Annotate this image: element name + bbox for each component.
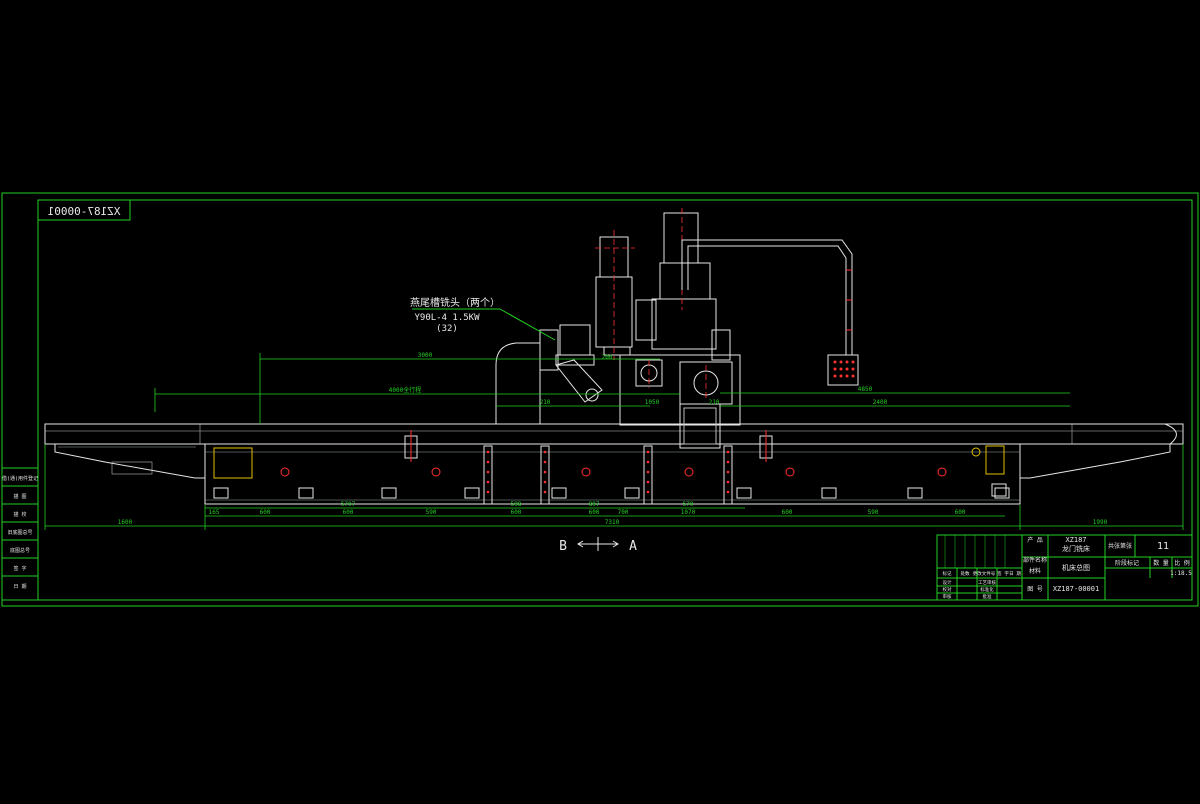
tb-scale-label: 比 例 xyxy=(1174,559,1190,567)
tb-role-process: 工艺审核 xyxy=(978,579,996,586)
bottom-dim-4: 590 xyxy=(426,509,437,516)
dim-right-3: 210 xyxy=(709,399,720,406)
tb-rev-file: 更改文件号 xyxy=(973,570,996,577)
machine-bed xyxy=(44,423,1184,505)
bottom-dim-second-3: 897 xyxy=(589,501,600,508)
callout-count: (32) xyxy=(436,324,458,334)
outer-frame xyxy=(1,192,1199,607)
tb-material-label: 材料 xyxy=(1029,567,1041,575)
view-label-a: A xyxy=(629,539,637,554)
bottom-dim-1: 165 xyxy=(209,509,220,516)
tb-sheet-label: 共张第张 xyxy=(1108,542,1132,550)
bottom-dim-second-4: 570 xyxy=(683,501,694,508)
bottom-dim-2: 600 xyxy=(260,509,271,516)
strip-row-1: 借(通)用件登记 xyxy=(2,475,38,482)
bottom-dim-8: 1070 xyxy=(681,509,696,516)
tb-role-check: 校对 xyxy=(943,586,952,593)
dim-inner-1: 210 xyxy=(540,399,551,406)
tb-weight-label: 数 量 xyxy=(1153,559,1169,567)
dim-inner-2: 200 xyxy=(602,354,613,361)
column-supports xyxy=(483,445,733,505)
right-overhang: 1990 xyxy=(1093,519,1108,526)
strip-row-3: 描 校 xyxy=(13,511,26,518)
tb-rev-count: 处数 xyxy=(961,570,970,577)
bottom-dimensions xyxy=(44,444,1184,530)
tb-product-model: XZ187 xyxy=(1065,536,1086,544)
bottom-dim-7: 700 xyxy=(618,509,629,516)
top-dimensions xyxy=(154,353,1070,424)
dim-top-1: 3000 xyxy=(418,352,433,359)
mirrored-drawing-code: XZ187-00001 xyxy=(48,205,121,218)
anchor-bolts xyxy=(280,467,947,477)
tb-part-name: 机床总图 xyxy=(1062,563,1090,572)
tb-stage-mark: 阶段标记 xyxy=(1115,559,1139,567)
code-box xyxy=(37,199,131,221)
title-block-text: 产 品 XZ187 龙门铣床 部件名称 机床总图 材料 图 号 XZ187-00… xyxy=(943,536,1193,600)
bottom-dim-5: 600 xyxy=(511,509,522,516)
limit-switches xyxy=(404,430,1007,497)
callout-motor: Y90L-4 1.5KW xyxy=(414,313,480,323)
cable-arm xyxy=(681,239,853,355)
tb-product-name: 龙门铣床 xyxy=(1062,544,1090,553)
inner-frame xyxy=(37,199,1193,601)
bottom-dim-3: 600 xyxy=(343,509,354,516)
bottom-dim-6: 600 xyxy=(589,509,600,516)
view-label-b: B xyxy=(559,539,567,554)
tb-scale-value: 1:18.5 xyxy=(1170,570,1192,577)
bottom-dim-second-1: 5707 xyxy=(341,501,356,508)
total-length: 7310 xyxy=(605,519,620,526)
strip-row-5: 底图总号 xyxy=(10,547,30,554)
strip-row-4: 旧底图总号 xyxy=(7,529,32,536)
tb-rev-mark: 标记 xyxy=(943,570,952,577)
dim-right-2: 4850 xyxy=(858,386,873,393)
tb-drawing-no-label: 图 号 xyxy=(1027,586,1043,593)
tb-role-design: 设计 xyxy=(943,579,952,586)
tb-role-standard: 标准化 xyxy=(980,586,994,593)
tb-sheet-value: 11 xyxy=(1157,541,1169,552)
tb-role-review: 审核 xyxy=(943,593,952,600)
dim-top-2: 4000全行程 xyxy=(389,386,421,394)
tb-drawing-no: XZ187-00001 xyxy=(1053,585,1099,593)
tb-rev-date: 日 期 xyxy=(1009,571,1021,577)
control-pendant xyxy=(827,354,859,386)
tb-product-label: 产 品 xyxy=(1027,536,1043,544)
view-direction: B A xyxy=(559,537,637,554)
tb-part-name-label: 部件名称 xyxy=(1023,556,1047,564)
bottom-dim-11: 600 xyxy=(955,509,966,516)
bottom-dim-labels: 165 600 600 590 600 600 700 1070 600 590… xyxy=(118,501,1108,526)
strip-row-7: 日 期 xyxy=(13,584,26,590)
dim-inner-3: 1050 xyxy=(645,399,660,406)
bottom-dim-second-2: 598 xyxy=(511,501,522,508)
callout: 燕尾槽铣头（两个） Y90L-4 1.5KW (32) xyxy=(410,296,556,341)
strip-row-2: 描 图 xyxy=(13,493,26,500)
left-registration-strip: 借(通)用件登记 描 图 描 校 旧底图总号 底图总号 签 字 日 期 xyxy=(1,467,39,601)
callout-title: 燕尾槽铣头（两个） xyxy=(410,296,500,309)
tb-rev-sign: 签 字 xyxy=(997,570,1009,577)
strip-row-6: 签 字 xyxy=(13,565,26,572)
dim-right-1: 2400 xyxy=(873,399,888,406)
title-block xyxy=(936,534,1193,601)
bottom-dim-9: 600 xyxy=(782,509,793,516)
bottom-dim-10: 590 xyxy=(868,509,879,516)
left-overhang: 1600 xyxy=(118,519,133,526)
tb-role-approve: 批准 xyxy=(983,593,992,600)
